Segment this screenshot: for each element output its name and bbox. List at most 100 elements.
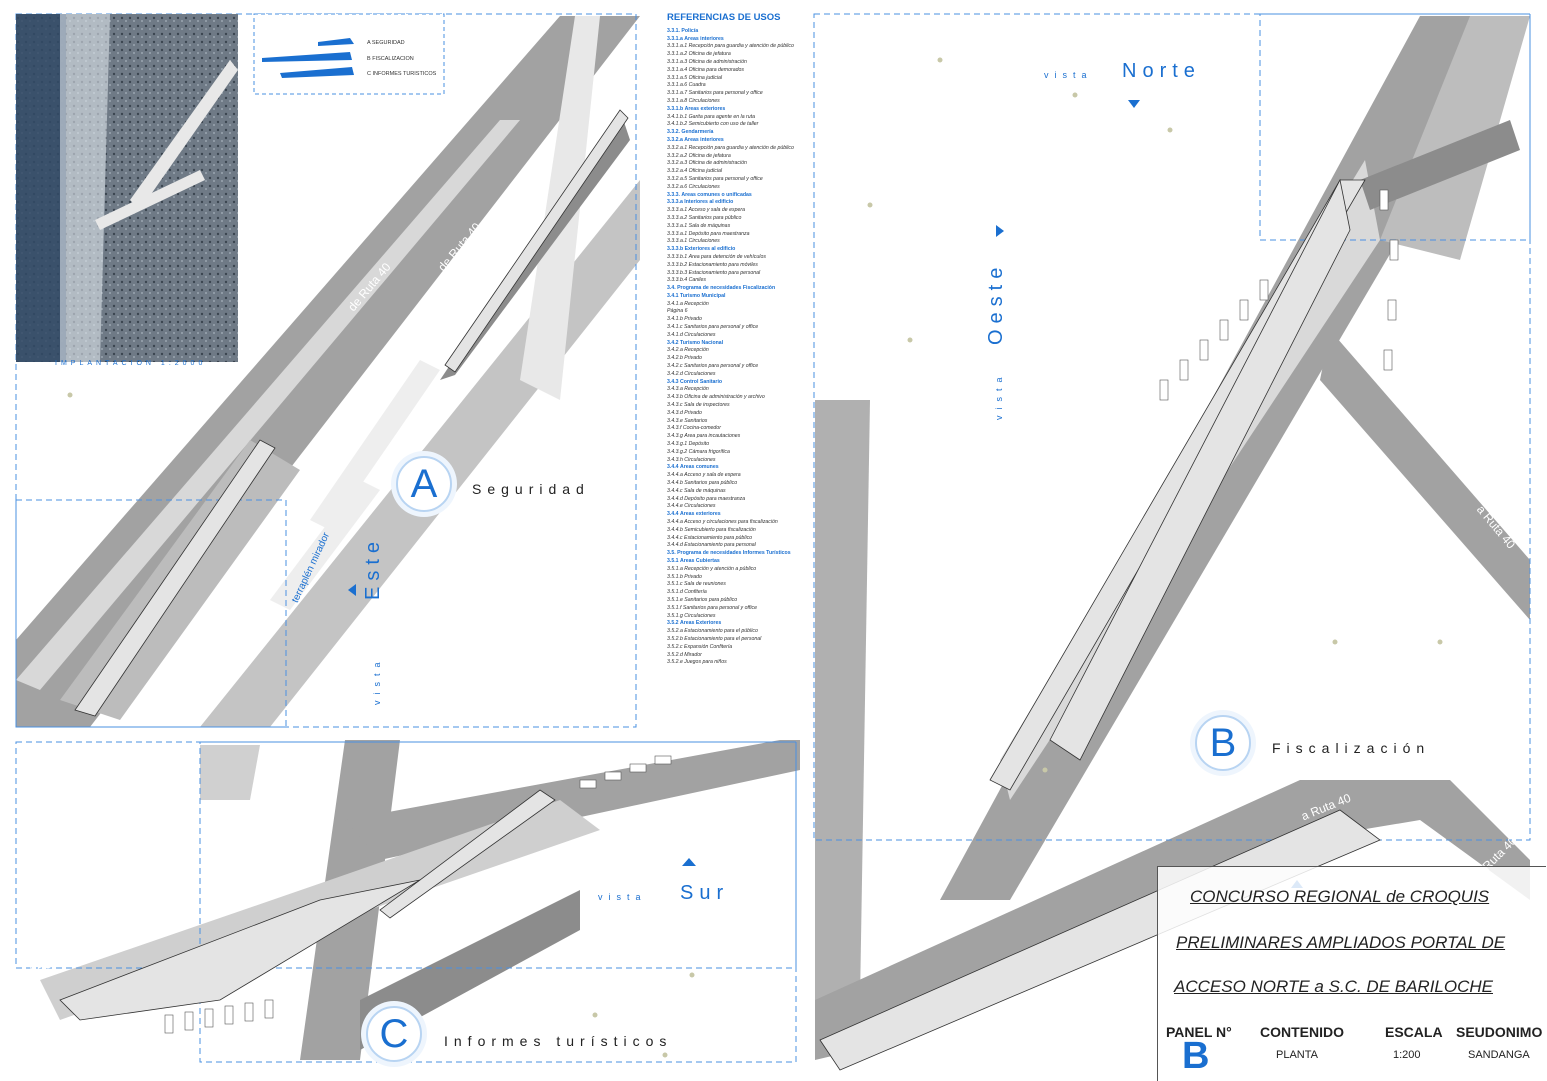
title-line-3: ACCESO NORTE a S.C. DE BARILOCHE <box>1174 977 1493 996</box>
view-norte: Norte <box>1122 60 1201 82</box>
reference-item: 3.4.3 Control Sanitario <box>667 378 723 385</box>
panel-frames <box>15 13 1531 1063</box>
reference-item: 3.3.3.a Interiores al edificio <box>667 199 734 206</box>
reference-item: 3.4.2.c Sanitarios para personal y offic… <box>667 363 759 370</box>
scale-label: ESCALA <box>1385 1024 1443 1040</box>
reference-item: 3.4.3.g Área para incautaciones <box>667 433 741 440</box>
reference-item: 3.3.3. Áreas comunes o unificadas <box>667 191 752 198</box>
reference-item: 3.4.1.d Circulaciones <box>667 331 716 338</box>
reference-item: 3.5.2 Áreas Exteriores <box>667 620 722 627</box>
reference-item: 3.3.1.a.5 Oficina judicial <box>667 74 723 81</box>
reference-item: 3.5. Programa de necesidades Informes Tu… <box>667 550 791 557</box>
reference-item: 3.3.1.b Áreas exteriores <box>667 105 726 112</box>
reference-item: 3.4.3.g.2 Cámara frigorífica <box>667 448 730 455</box>
reference-item: 3.4.4.b Semicubierto para fiscalización <box>667 526 756 533</box>
reference-item: 3.3.3.b.3 Estacionamiento para personal <box>667 269 761 276</box>
reference-item: 3.4.1.a Recepción <box>667 300 709 307</box>
reference-item: 3.3.1.a.8 Circulaciones <box>667 97 720 104</box>
reference-item: 3.3.1.a.1 Recepción para guardia y atenc… <box>667 43 794 50</box>
reference-item: 3.3.2.a.1 Recepción para guardia y atenc… <box>667 144 794 151</box>
terrain-markers <box>67 57 1443 1058</box>
reference-item: 3.3.3.b.1 Área para detención de vehícul… <box>667 253 766 260</box>
reference-item: 3.5.1.g Circulaciones <box>667 612 716 619</box>
reference-item: 3.3.2.a.4 Oficina judicial <box>667 168 723 175</box>
site-caption: IMPLANTACION 1:2000 <box>55 360 207 367</box>
site-aerial-photo <box>16 14 238 362</box>
reference-item: 3.3.2.a.3 Oficina de administración <box>667 160 747 167</box>
reference-item: 3.3.1.a.3 Oficina de administración <box>667 58 747 65</box>
parking-stalls <box>164 189 1399 1034</box>
reference-item: 3.4.3.g.1 Depósito <box>667 441 710 448</box>
reference-item: 3.3.3.b Exteriores al edificio <box>667 246 736 253</box>
reference-item: 3.4.3.d Privado <box>667 409 702 416</box>
title-block: CONCURSO REGIONAL de CROQUIS PRELIMINARE… <box>1157 866 1546 1081</box>
reference-item: 3.5.1.f Sanitarios para personal y offic… <box>667 604 757 611</box>
reference-item: 3.3.1.a Áreas interiores <box>667 35 724 42</box>
reference-item: 3.5.1.a Recepción y atención a público <box>667 565 757 572</box>
reference-item: 3.4.4.b Sanitarios para público <box>667 480 738 487</box>
reference-item: 3.3.3.a.1 Depósito para maestranza <box>667 230 750 237</box>
legend-fiscalizacion: B FISCALIZACION <box>367 56 414 62</box>
zone-b-name: Fiscalización <box>1272 740 1431 756</box>
reference-item: 3.4.3.b Oficina de administración y arch… <box>667 394 765 401</box>
reference-item: 3.4.2.a Recepción <box>667 347 709 354</box>
reference-item: 3.5.1.b Privado <box>667 573 702 580</box>
view-oeste: Oeste <box>985 261 1007 345</box>
pseudonym-value: SANDANGA <box>1468 1049 1530 1061</box>
reference-item: 3.4. Programa de necesidades Fiscalizaci… <box>667 285 776 292</box>
title-line-2: PRELIMINARES AMPLIADOS PORTAL DE <box>1176 933 1506 952</box>
reference-item: 3.4.1 Turismo Municipal <box>667 292 726 299</box>
reference-item: 3.4.4 Áreas comunes <box>667 464 719 471</box>
legend-seguridad: A SEGURIDAD <box>367 40 405 46</box>
reference-item: Página 6 <box>667 308 688 315</box>
reference-item: 3.3.1.a.2 Oficina de jefatura <box>667 51 731 58</box>
reference-item: 3.5.2.d Mirador <box>667 651 702 658</box>
reference-item: 3.3.3.a.2 Sanitarios para público <box>667 214 742 221</box>
reference-item: 3.5.1 Áreas Cubiertas <box>667 557 720 564</box>
view-este-prefix: vista <box>372 656 382 705</box>
pseudonym-label: SEUDONIMO <box>1456 1024 1543 1040</box>
zone-a-name: Seguridad <box>472 481 590 497</box>
reference-item: 3.4.3.e Sanitarios <box>667 417 708 424</box>
zone-a-marker: A <box>396 456 452 512</box>
reference-item: 3.4.4 Áreas exteriores <box>667 511 721 518</box>
reference-item: 3.3.3.b.2 Estacionamiento para móviles <box>667 261 758 268</box>
reference-item: 3.3.2.a.2 Oficina de jefatura <box>667 152 731 159</box>
zone-b-marker: B <box>1195 715 1251 771</box>
reference-item: 3.4.4.d Depósito para maestranza <box>667 495 746 502</box>
reference-item: 3.3.3.b.4 Caniles <box>667 277 706 284</box>
view-este: Este <box>362 535 384 600</box>
reference-item: 3.4.1.c Sanitarios para personal y offic… <box>667 324 759 331</box>
reference-item: 3.3.2.a.6 Circulaciones <box>667 183 720 190</box>
legend-informes: C INFORMES TURISTICOS <box>367 71 437 77</box>
reference-item: 3.3.2.a.5 Sanitarios para personal y off… <box>667 175 763 182</box>
legend-swatches <box>253 13 445 95</box>
reference-item: 3.3.1.a.7 Sanitarios para personal y off… <box>667 90 763 97</box>
content-value: PLANTA <box>1276 1049 1318 1061</box>
zone-c-marker: C <box>366 1006 422 1062</box>
reference-item: 3.4.3.h Circulaciones <box>667 456 716 463</box>
view-sur-prefix: vista <box>598 892 647 902</box>
reference-item: 3.4.3.f Cocina-comedor <box>667 425 721 432</box>
content-label: CONTENIDO <box>1260 1024 1344 1040</box>
reference-item: 3.5.2.b Estacionamiento para el personal <box>667 635 762 642</box>
scale-value: 1:200 <box>1393 1049 1421 1061</box>
reference-item: 3.3.1. Policía <box>667 27 699 34</box>
reference-item: 3.4.2 Turismo Nacional <box>667 339 724 346</box>
reference-item: 3.3.3.a.1 Acceso y sala de espera <box>667 207 745 214</box>
reference-item: 3.3.1.a.4 Oficina para demorados <box>667 66 744 73</box>
reference-item: 3.4.4.a Acceso y sala de espera <box>667 472 741 479</box>
reference-item: 3.3.2.a Áreas interiores <box>667 136 724 143</box>
reference-item: 3.5.2.c Expansión Confitería <box>667 643 733 650</box>
panel-label: PANEL N° <box>1166 1024 1232 1040</box>
reference-item: 3.4.4.a Acceso y circulaciones para fisc… <box>667 519 778 525</box>
reference-item: 3.4.1.b.2 Semicubierto con uso de taller <box>667 121 759 128</box>
view-norte-prefix: vista <box>1044 70 1093 80</box>
reference-item: 3.5.1.c Sala de reuniones <box>667 581 726 588</box>
reference-item: 3.4.1.b Privado <box>667 316 702 323</box>
reference-item: 3.4.1.b.1 Garita para agente en la ruta <box>667 113 755 120</box>
reference-item: 3.4.4.e Circulaciones <box>667 503 716 510</box>
